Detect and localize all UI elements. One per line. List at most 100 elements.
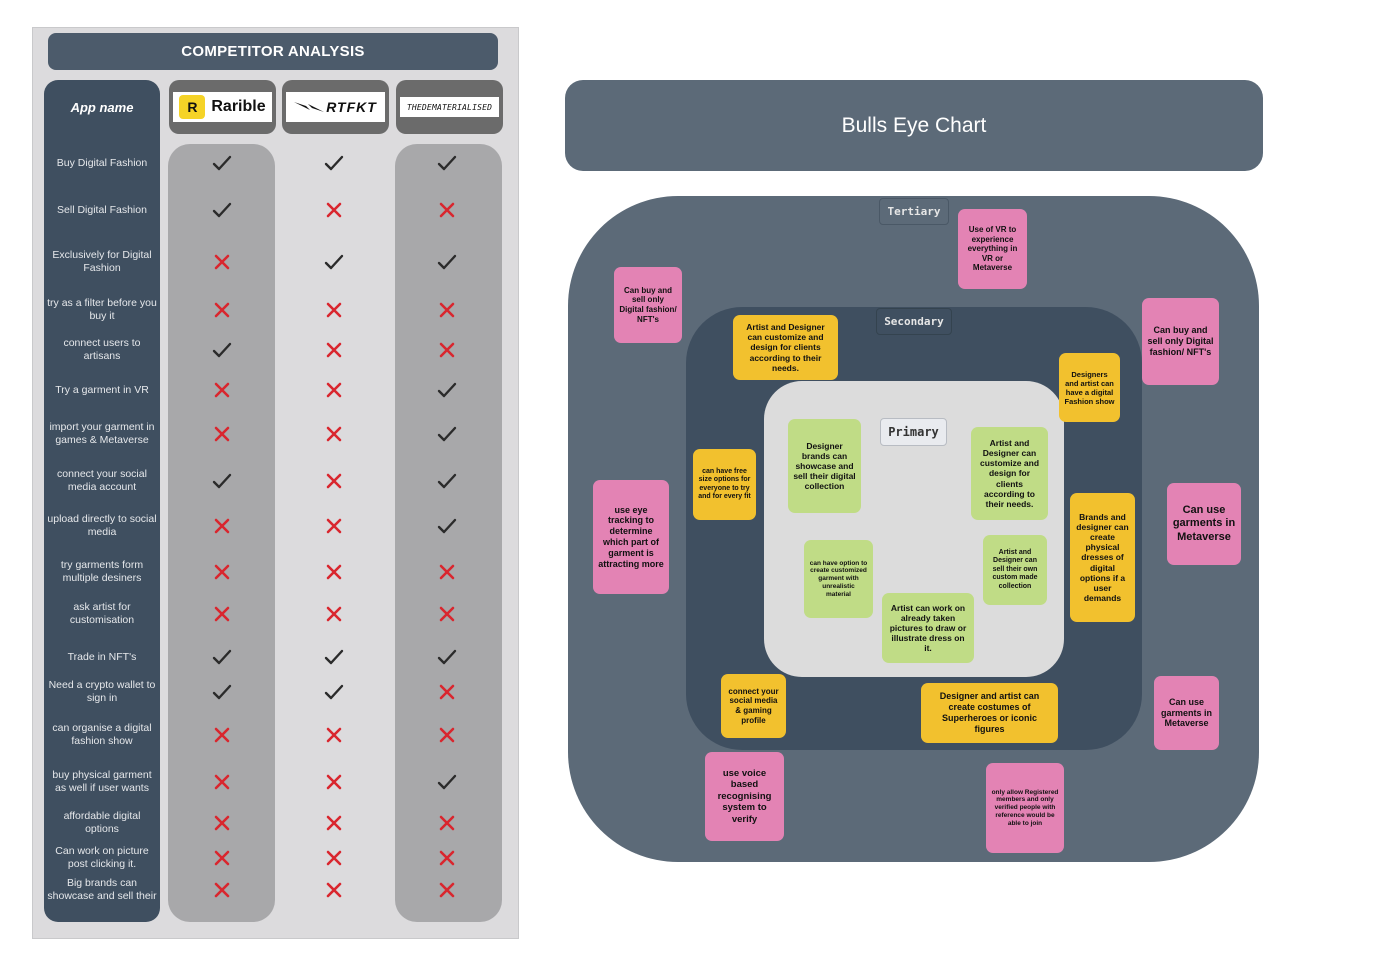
- cross-icon: [319, 878, 349, 902]
- feature-label: try garments form multiple desiners: [60, 559, 144, 584]
- cross-icon: [207, 878, 237, 902]
- check-icon: [319, 151, 349, 175]
- check-icon: [319, 250, 349, 274]
- feature-label: Buy Digital Fashion: [56, 156, 148, 169]
- cross-icon: [207, 560, 237, 584]
- sticky-note: Designers and artist can have a digital …: [1059, 353, 1120, 422]
- rtfkt-lightning-icon: [294, 102, 325, 112]
- cross-icon: [319, 846, 349, 870]
- sticky-note: Brands and designer can create physical …: [1070, 493, 1135, 622]
- feature-label: Exclusively for Digital Fashion: [52, 249, 152, 274]
- check-icon: [207, 338, 237, 362]
- check-icon: [432, 469, 462, 493]
- feature-column: [44, 80, 160, 922]
- cross-icon: [319, 560, 349, 584]
- cross-icon: [207, 770, 237, 794]
- feature-label: connect users to artisans: [63, 337, 141, 362]
- feature-label: Can work on picture post clicking it.: [55, 845, 149, 870]
- cross-icon: [207, 846, 237, 870]
- feature-label: can organise a digital fashion show: [52, 722, 152, 747]
- feature-label: import your garment in games & Metaverse: [49, 421, 155, 446]
- dematerialised-logo: THEDEMATERIALISED: [400, 97, 499, 117]
- cross-icon: [319, 422, 349, 446]
- cross-icon: [432, 811, 462, 835]
- feature-label: try as a filter before you buy it: [47, 297, 157, 322]
- cross-icon: [432, 878, 462, 902]
- check-icon: [207, 469, 237, 493]
- cross-icon: [207, 514, 237, 538]
- check-icon: [319, 680, 349, 704]
- cross-icon: [432, 846, 462, 870]
- rtfkt-logo: RTFKT: [286, 92, 385, 122]
- sticky-note: Can buy and sell only Digital fashion/ N…: [614, 267, 682, 343]
- sticky-note: Can use garments in Metaverse: [1167, 483, 1241, 565]
- sticky-note: Artist and Designer can customize and de…: [971, 427, 1048, 520]
- cross-icon: [432, 298, 462, 322]
- rarible-logo-text: Rarible: [211, 98, 266, 115]
- cross-icon: [319, 298, 349, 322]
- brand-card-dematerialised: THEDEMATERIALISED: [396, 80, 503, 134]
- competitor-analysis-title: COMPETITOR ANALYSIS: [48, 33, 498, 70]
- cross-icon: [319, 602, 349, 626]
- sticky-note: Designer brands can showcase and sell th…: [788, 419, 861, 513]
- sticky-note: Use of VR to experience everything in VR…: [958, 209, 1027, 289]
- rarible-logo: R Rarible: [173, 92, 272, 122]
- sticky-note: use eye tracking to determine which part…: [593, 480, 669, 594]
- sticky-note: only allow Registered members and only v…: [986, 763, 1064, 853]
- sticky-note: can have free size options for everyone …: [693, 449, 756, 520]
- feature-label: buy physical garment as well if user wan…: [52, 769, 152, 794]
- brand-card-rarible: R Rarible: [169, 80, 276, 134]
- cross-icon: [319, 469, 349, 493]
- sticky-note: Artist and Designer can customize and de…: [733, 315, 838, 380]
- check-icon: [207, 645, 237, 669]
- cross-icon: [432, 602, 462, 626]
- feature-label: Sell Digital Fashion: [57, 203, 147, 216]
- cross-icon: [207, 602, 237, 626]
- feature-label: Try a garment in VR: [55, 383, 149, 396]
- check-icon: [432, 514, 462, 538]
- check-icon: [207, 151, 237, 175]
- cross-icon: [319, 811, 349, 835]
- check-icon: [207, 680, 237, 704]
- rtfkt-logo-text: RTFKT: [326, 99, 377, 115]
- check-icon: [432, 645, 462, 669]
- cross-icon: [207, 250, 237, 274]
- feature-label: Trade in NFT's: [67, 650, 137, 663]
- cross-icon: [319, 198, 349, 222]
- sticky-note: Artist can work on already taken picture…: [882, 593, 974, 663]
- check-icon: [432, 250, 462, 274]
- sticky-note: use voice based recognising system to ve…: [705, 752, 784, 841]
- sticky-note: Can use garments in Metaverse: [1154, 676, 1219, 750]
- feature-label: affordable digital options: [63, 810, 141, 835]
- cross-icon: [432, 723, 462, 747]
- check-icon: [432, 770, 462, 794]
- check-icon: [207, 198, 237, 222]
- cross-icon: [319, 338, 349, 362]
- feature-label: upload directly to social media: [47, 513, 157, 538]
- cross-icon: [432, 338, 462, 362]
- feature-label: ask artist for customisation: [69, 601, 135, 626]
- cross-icon: [207, 723, 237, 747]
- primary-label: Primary: [880, 418, 947, 446]
- brand-card-rtfkt: RTFKT: [282, 80, 389, 134]
- feature-label: Need a crypto wallet to sign in: [48, 679, 156, 704]
- cross-icon: [319, 378, 349, 402]
- cross-icon: [319, 723, 349, 747]
- check-icon: [432, 378, 462, 402]
- cross-icon: [207, 422, 237, 446]
- rarible-logo-mark-icon: R: [179, 95, 206, 119]
- sticky-note: can have option to create customized gar…: [804, 540, 873, 618]
- rarible-column: [168, 144, 275, 922]
- bullseye-chart-title: Bulls Eye Chart: [565, 80, 1263, 171]
- cross-icon: [432, 680, 462, 704]
- tertiary-label: Tertiary: [879, 198, 949, 225]
- cross-icon: [207, 298, 237, 322]
- feature-label: Big brands can showcase and sell their: [47, 877, 157, 902]
- feature-label: connect your social media account: [57, 468, 147, 493]
- sticky-note: Artist and Designer can sell their own c…: [983, 535, 1047, 605]
- cross-icon: [432, 198, 462, 222]
- secondary-label: Secondary: [876, 308, 952, 335]
- cross-icon: [319, 514, 349, 538]
- dematerialised-column: [395, 144, 502, 922]
- check-icon: [432, 422, 462, 446]
